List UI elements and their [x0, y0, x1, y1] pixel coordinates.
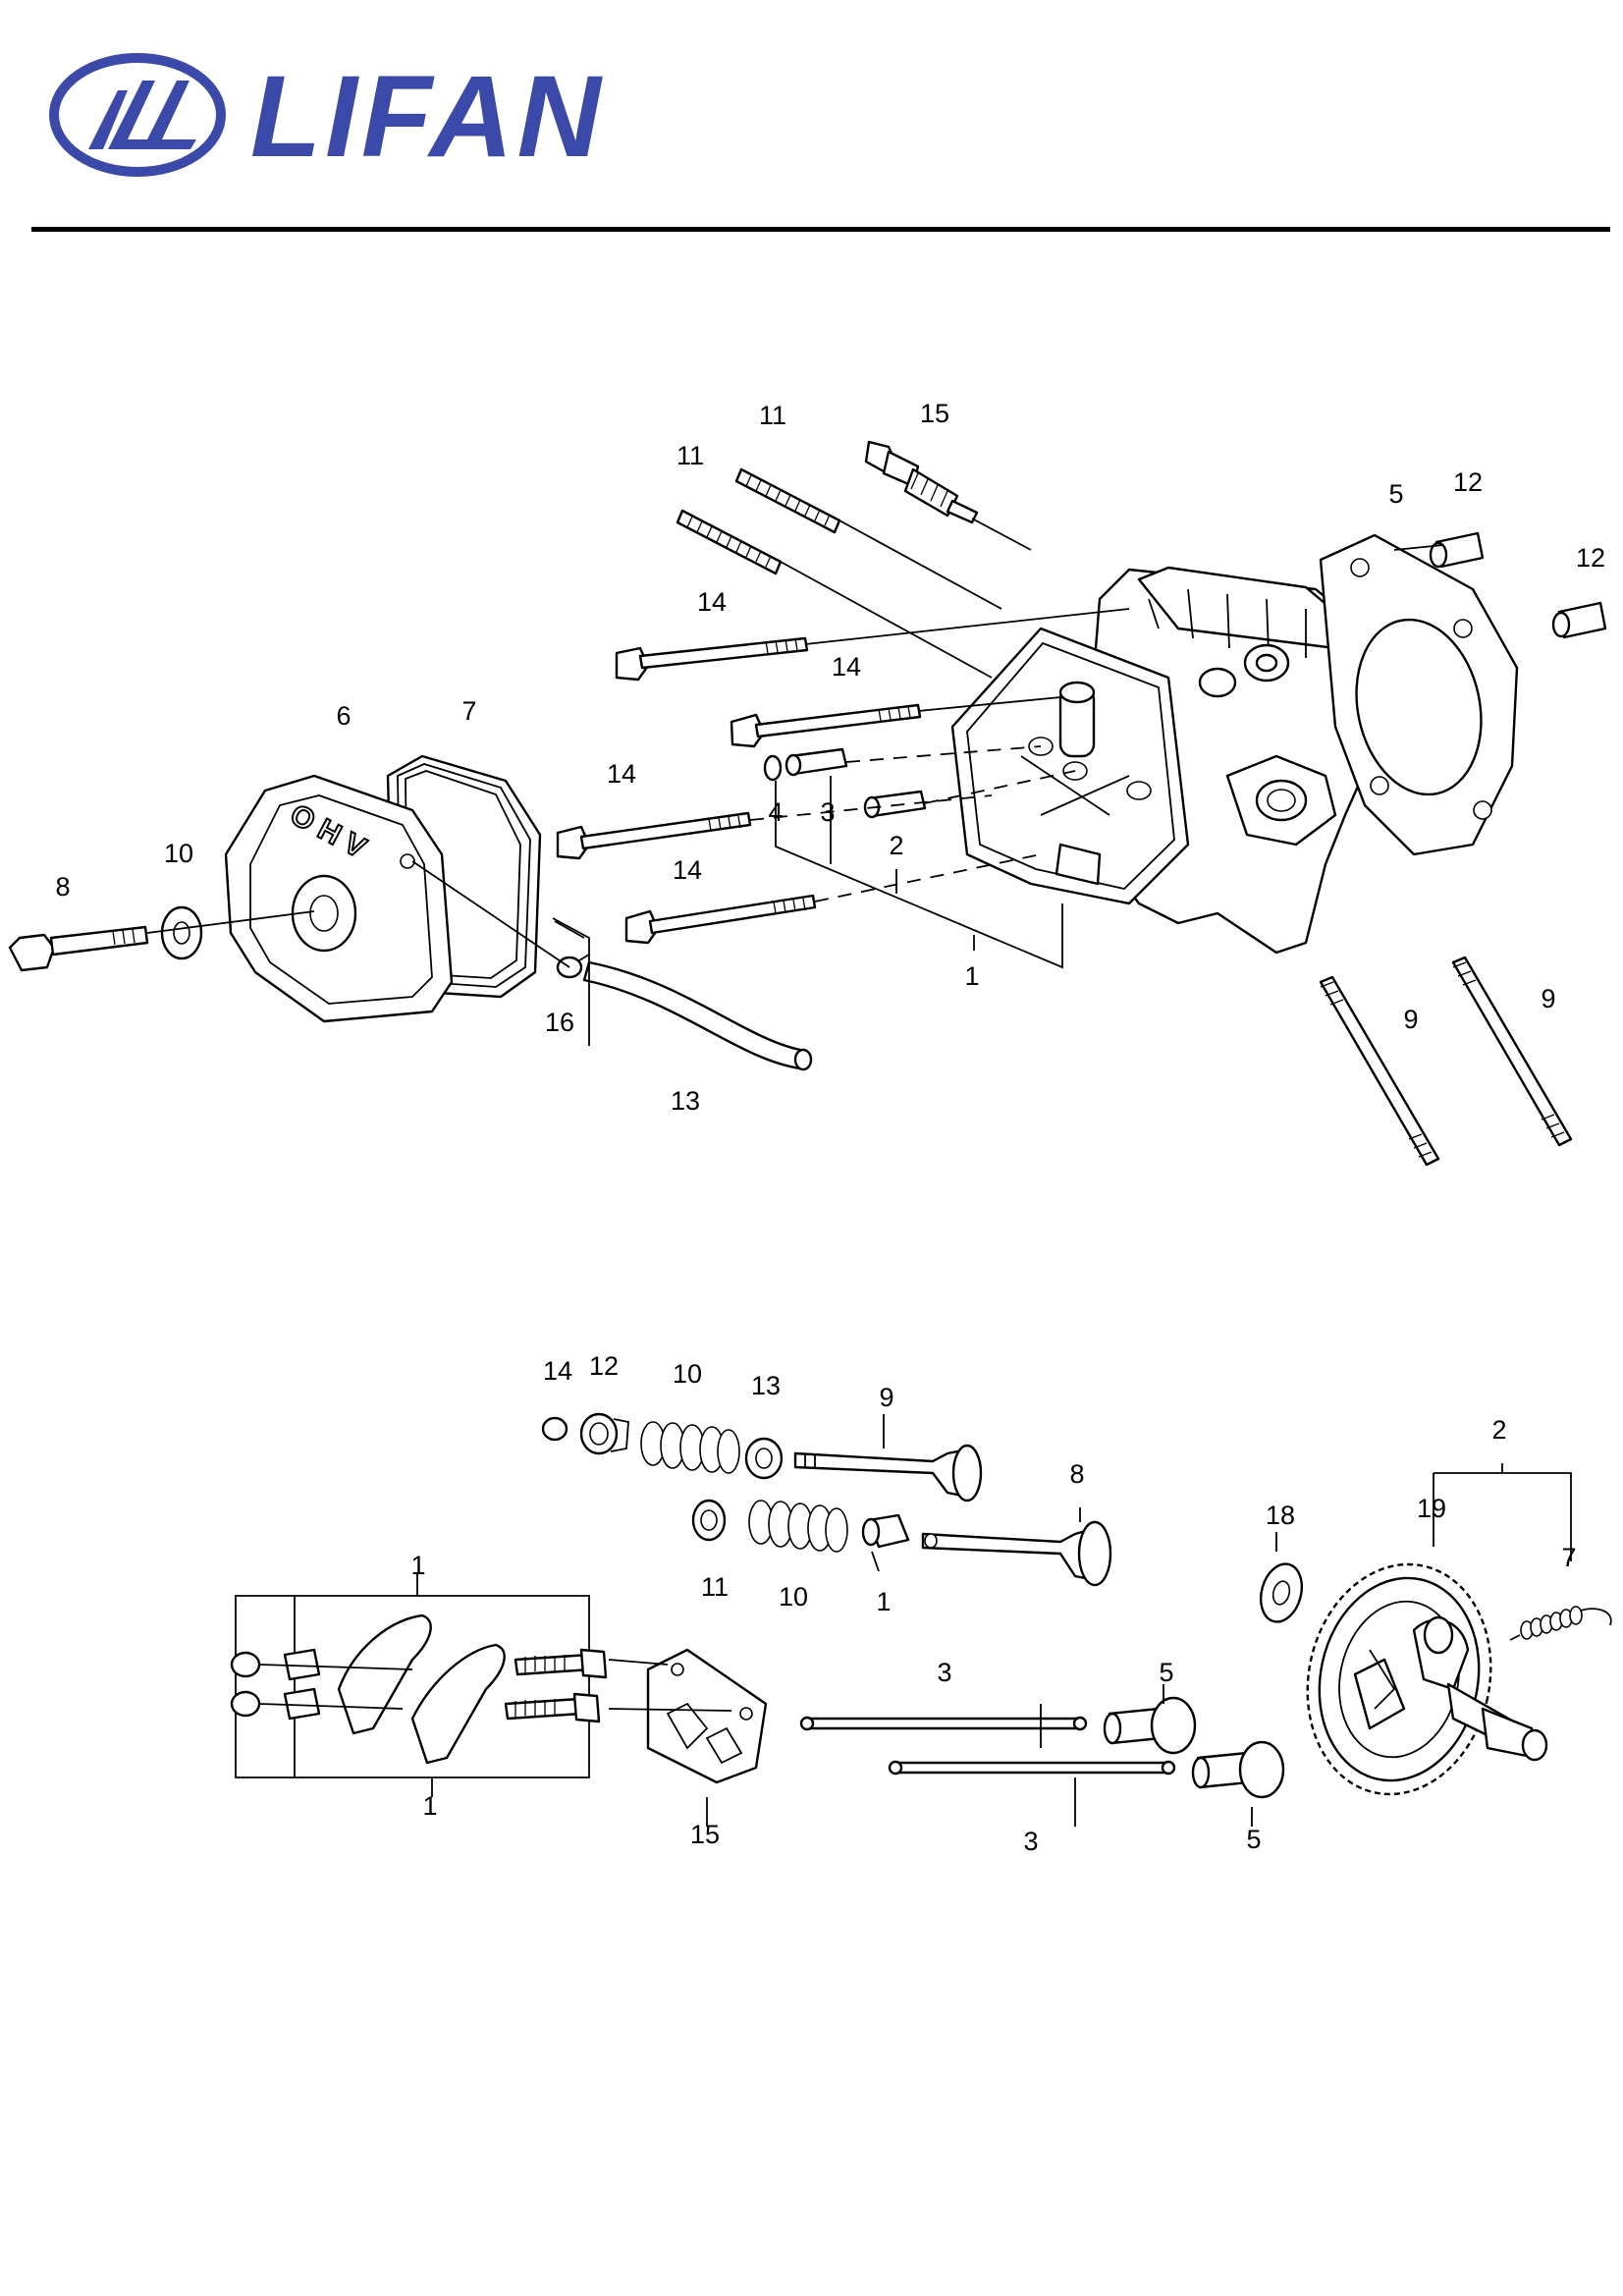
stud-9b — [1451, 956, 1573, 1147]
top-callout-20: 16 — [545, 1008, 574, 1037]
top-callout-6: 14 — [697, 587, 727, 617]
bottom-callout-8: 19 — [1417, 1494, 1446, 1523]
valve-cotter-14 — [541, 1416, 568, 1442]
lifan-logo-emblem-icon — [49, 53, 226, 177]
camshaft-gear-19 — [1306, 1562, 1548, 1796]
flange-bolt-14d — [624, 894, 817, 945]
bottom-callout-6: 8 — [1069, 1459, 1084, 1489]
bottom-callout-4: 9 — [879, 1383, 893, 1412]
cover-bolt-8 — [8, 925, 149, 972]
push-rod-3a — [799, 1716, 1088, 1731]
top-callout-12: 3 — [820, 797, 835, 827]
top-callout-4: 12 — [1453, 467, 1483, 497]
exhaust-valve-9 — [793, 1444, 983, 1503]
rocker-arm-assembly-1 — [230, 1595, 608, 1778]
valve-cover-6: O H V — [224, 774, 454, 1023]
cylinder-head-assembly-icon: O H V — [8, 440, 1607, 1167]
top-callout-21: 13 — [671, 1086, 700, 1116]
valve-stem-seal-11 — [691, 1499, 727, 1542]
bottom-callout-15: 5 — [1159, 1658, 1173, 1687]
bottom-callout-9: 7 — [1561, 1543, 1576, 1572]
intake-valve-8 — [921, 1520, 1112, 1587]
bottom-callout-16: 1 — [422, 1791, 437, 1821]
top-callout-7: 14 — [832, 652, 861, 682]
hose-clamp-16 — [556, 954, 590, 979]
top-callout-9: 7 — [461, 696, 476, 726]
top-callout-16: 14 — [673, 855, 702, 885]
bottom-callout-11: 10 — [779, 1582, 808, 1612]
dowel-3 — [784, 747, 848, 777]
flange-bolt-14a — [615, 636, 809, 682]
brand-name: LIFAN — [250, 52, 605, 182]
spark-plug-15 — [864, 440, 979, 524]
stud-bolt-11b — [676, 509, 783, 575]
bottom-callout-1: 12 — [589, 1351, 619, 1381]
top-callout-5: 12 — [1576, 543, 1605, 573]
top-callout-18: 9 — [1403, 1005, 1418, 1034]
bottom-callout-2: 10 — [673, 1359, 702, 1389]
top-callout-13: 2 — [889, 831, 903, 860]
valve-spring-10b — [748, 1500, 848, 1553]
top-callout-10: 14 — [607, 759, 636, 789]
bottom-callout-13: 1 — [410, 1551, 425, 1580]
clip-4 — [763, 754, 783, 782]
bottom-callout-19: 5 — [1246, 1825, 1261, 1854]
top-callout-2: 11 — [676, 441, 704, 470]
dowel-pin-12b — [1551, 601, 1607, 639]
top-callout-8: 6 — [336, 701, 351, 731]
dowel-pin-12 — [1429, 531, 1485, 569]
rocker-chamber — [950, 627, 1190, 905]
flange-bolt-14c — [556, 811, 752, 860]
valve-spring-10a — [640, 1421, 740, 1474]
valve-train-camshaft-assembly-icon — [230, 1412, 1612, 1827]
flange-bolt-14b — [730, 703, 922, 748]
bottom-callout-14: 3 — [937, 1658, 951, 1687]
thrust-washer-18 — [1259, 1562, 1304, 1623]
breather-tube-13 — [582, 960, 813, 1071]
spring-retainer-12 — [579, 1412, 629, 1455]
head-gasket-5 — [1319, 533, 1519, 856]
valve-lifter-5b — [1191, 1740, 1285, 1799]
spring-seat-13 — [744, 1437, 784, 1480]
sealing-washer-10 — [160, 905, 203, 960]
bottom-callout-7: 18 — [1266, 1501, 1295, 1530]
top-callout-19: 9 — [1541, 984, 1555, 1013]
bottom-callout-5: 2 — [1491, 1415, 1506, 1445]
top-callout-17: 1 — [964, 961, 979, 991]
bottom-callout-0: 14 — [543, 1356, 572, 1386]
dowel-2 — [863, 790, 927, 819]
bottom-leader-lines — [416, 1414, 1572, 1827]
top-callout-11: 4 — [768, 797, 783, 827]
top-callout-0: 11 — [759, 401, 786, 430]
valve-lifter-5a — [1103, 1696, 1197, 1755]
brand-logo: LIFAN — [49, 51, 638, 179]
bottom-callout-3: 13 — [751, 1371, 781, 1400]
top-callout-1: 15 — [920, 399, 949, 428]
bottom-callout-10: 11 — [701, 1572, 729, 1602]
bottom-callout-18: 3 — [1023, 1827, 1038, 1856]
header-divider — [31, 227, 1610, 232]
top-callout-14: 10 — [164, 839, 193, 868]
stud-bolt-11 — [734, 467, 841, 534]
top-callout-3: 5 — [1388, 479, 1403, 509]
stud-9a — [1319, 975, 1440, 1167]
bottom-callout-17: 15 — [690, 1820, 720, 1849]
top-callout-15: 8 — [55, 872, 70, 902]
top-leader-lines — [146, 518, 1444, 1046]
push-rod-3b — [888, 1760, 1176, 1776]
item-1-bracket — [775, 776, 1063, 969]
bottom-callout-12: 1 — [876, 1587, 891, 1616]
valve-seal-1 — [861, 1513, 910, 1549]
decompressor-spring-7 — [1509, 1606, 1612, 1641]
callouts-top: 11 15 11 5 12 12 14 14 6 7 14 4 3 2 10 8 14 1 9 9 16 13 — [55, 399, 1605, 1116]
push-rod-guide-plate-15 — [608, 1648, 768, 1784]
